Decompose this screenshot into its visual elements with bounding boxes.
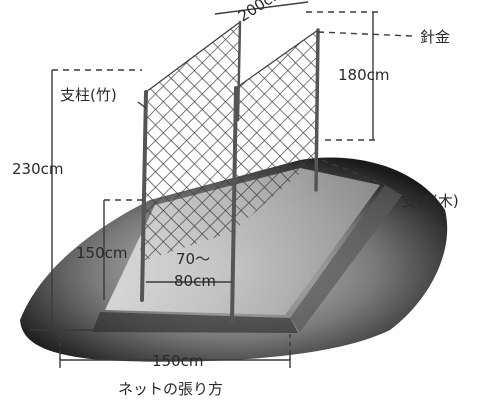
label-height-180: 180cm	[338, 66, 390, 84]
pole-wood-leader	[321, 159, 403, 197]
pole-bamboo-front	[140, 90, 148, 302]
label-height-150: 150cm	[76, 244, 128, 262]
pole-bamboo-back	[236, 20, 242, 122]
label-spacing-80: 80cm	[174, 272, 216, 290]
pole-bamboo-leader	[137, 101, 147, 109]
dim-200-line	[214, 1, 309, 15]
wire-leader	[317, 31, 413, 37]
poles	[140, 20, 320, 324]
net-panel-right	[232, 30, 318, 232]
label-pole-wood: 支柱(木)	[402, 192, 459, 210]
net-panel-left	[140, 22, 240, 262]
pole-wood-back	[314, 28, 320, 192]
net-panels	[140, 21, 319, 262]
diagram-caption: ネットの張り方	[118, 380, 224, 398]
label-base-150: 150cm	[152, 352, 204, 370]
label-height-230: 230cm	[12, 160, 64, 178]
label-wire: 針金	[420, 28, 451, 46]
label-pole-bamboo: 支柱(竹)	[60, 86, 117, 104]
dimension-lines	[30, 1, 413, 368]
pole-wood-front	[230, 86, 238, 324]
label-spacing-70: 70〜	[176, 250, 211, 268]
ridge-side	[290, 185, 402, 332]
ridge-front	[92, 312, 298, 333]
